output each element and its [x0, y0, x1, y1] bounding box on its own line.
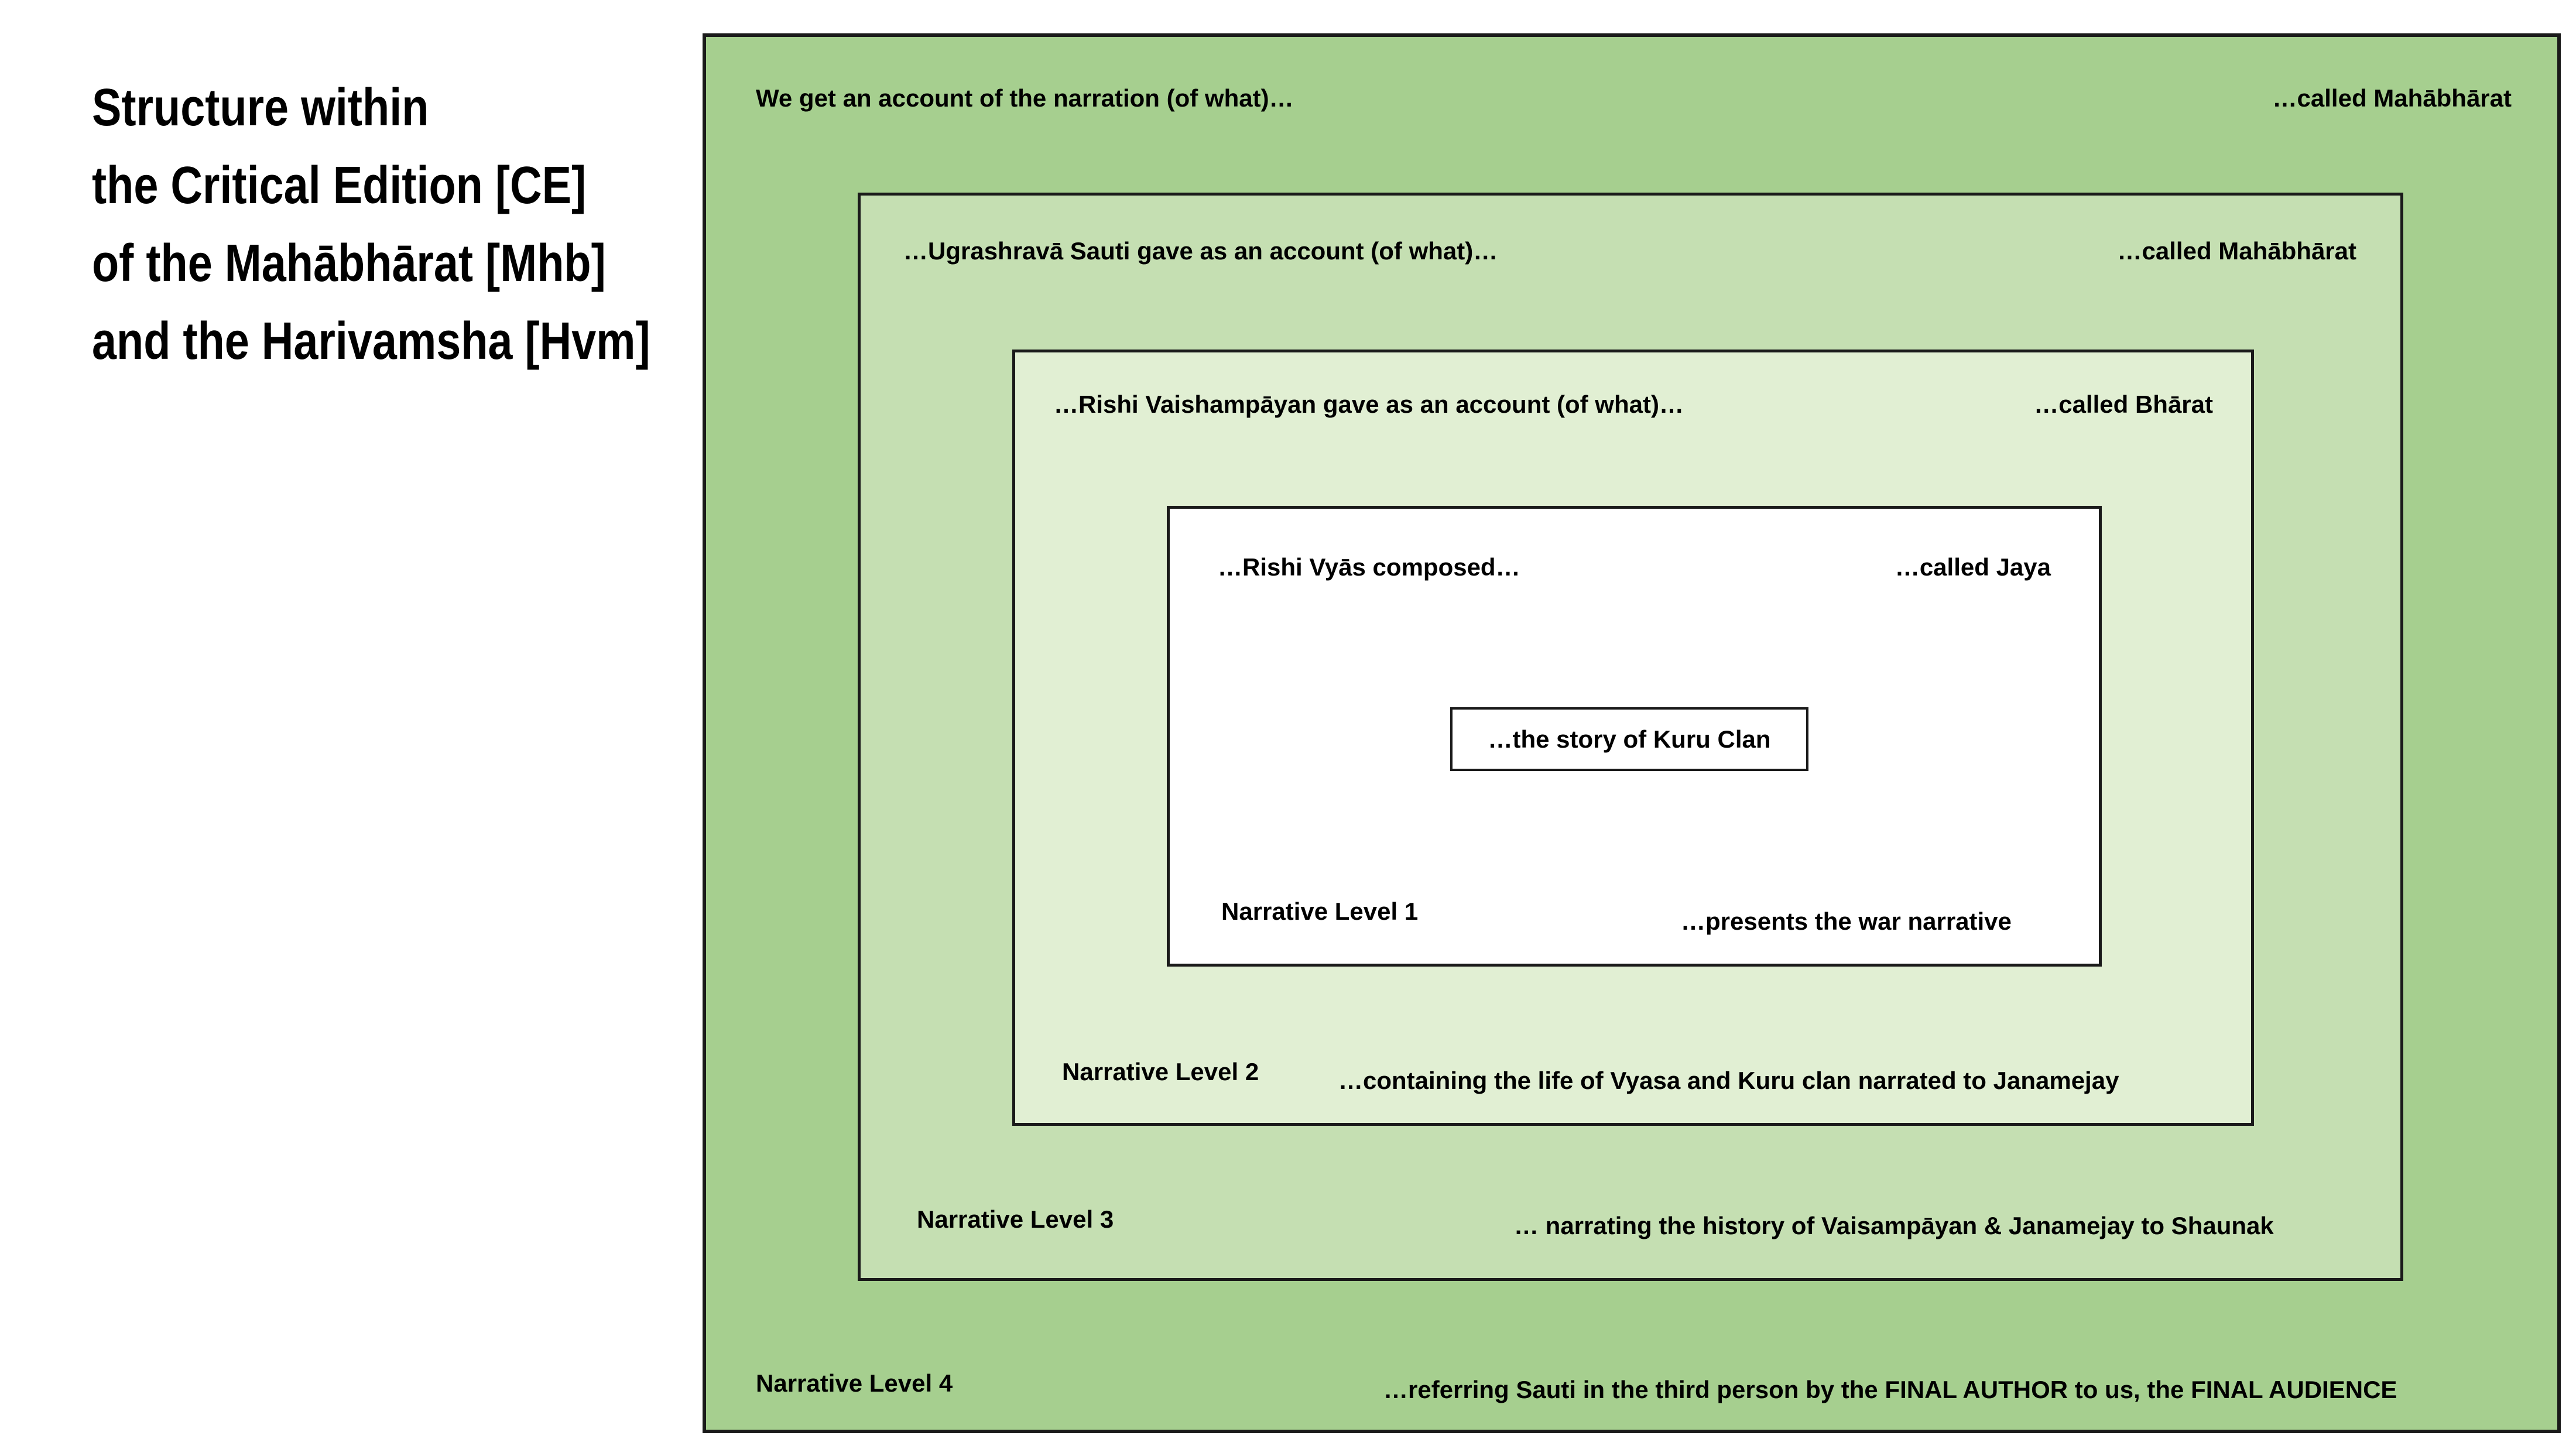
level4-top-right-text: …called Mahābhārat: [2272, 84, 2512, 112]
level2-label: Narrative Level 2: [1062, 1058, 1259, 1085]
level1-top-left-text: …Rishi Vyās composed…: [1218, 553, 1520, 581]
slide-title: Structure within the Critical Edition [C…: [92, 69, 650, 381]
level2-top-left-text: …Rishi Vaishampāyan gave as an account (…: [1054, 390, 1684, 418]
slide-title-line-3: of the Mahābhārat [Mhb]: [92, 234, 606, 293]
level1-bottom-text: …presents the war narrative: [1681, 907, 2012, 935]
level2-bottom-text: …containing the life of Vyasa and Kuru c…: [1338, 1067, 2119, 1094]
slide-title-line-1: Structure within: [92, 78, 429, 137]
slide-title-line-2: the Critical Edition [CE]: [92, 156, 587, 215]
level4-top-left-text: We get an account of the narration (of w…: [756, 84, 1294, 112]
level1-label: Narrative Level 1: [1221, 898, 1419, 925]
level2-top-right-text: …called Bhārat: [2034, 390, 2213, 418]
core-story-box: …the story of Kuru Clan: [1450, 707, 1808, 771]
level3-bottom-text: … narrating the history of Vaisampāyan &…: [1514, 1212, 2274, 1239]
level1-top-right-text: …called Jaya: [1895, 553, 2051, 581]
level3-top-left-text: …Ugrashravā Sauti gave as an account (of…: [903, 237, 1498, 265]
level3-top-right-text: …called Mahābhārat: [2117, 237, 2356, 265]
level4-bottom-text: …referring Sauti in the third person by …: [1383, 1376, 2397, 1403]
slide-title-line-4: and the Harivamsha [Hvm]: [92, 312, 650, 371]
core-story-text: …the story of Kuru Clan: [1488, 725, 1771, 753]
level4-label: Narrative Level 4: [756, 1369, 953, 1397]
level3-label: Narrative Level 3: [917, 1205, 1114, 1233]
